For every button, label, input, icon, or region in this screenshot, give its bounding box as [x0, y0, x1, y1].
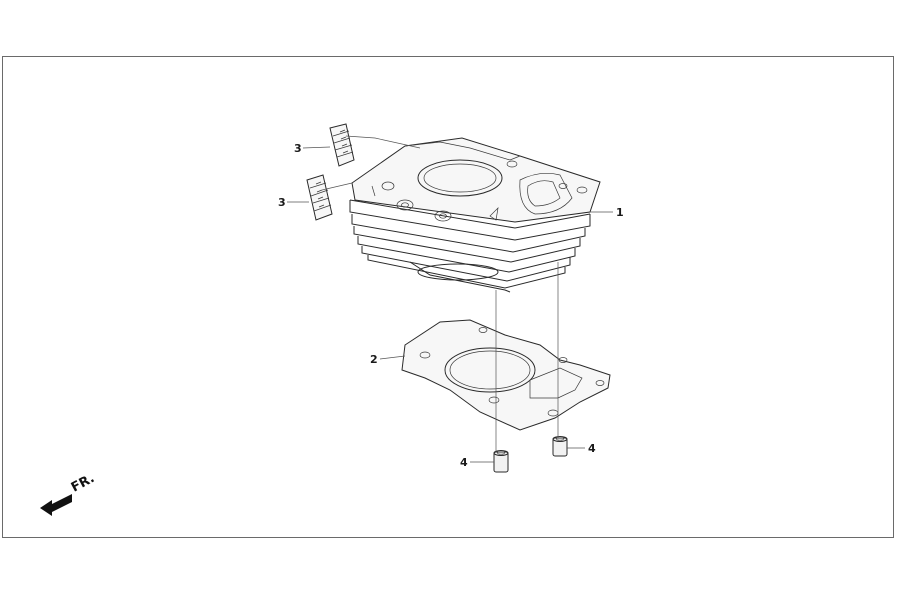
callout-3-lower: 3 [278, 196, 286, 209]
part-3-fin-damper-upper[interactable] [329, 123, 355, 167]
callout-4-right: 4 [588, 442, 596, 455]
alignment-lines [495, 262, 559, 452]
front-direction-indicator: FR. [40, 471, 97, 516]
callout-4-left: 4 [460, 456, 468, 469]
part-3-fin-damper-lower[interactable] [306, 174, 333, 221]
front-label: FR. [69, 471, 97, 496]
front-arrow-icon [40, 494, 72, 516]
part-4-dowel-pin-right[interactable] [552, 436, 568, 457]
callout-2: 2 [370, 353, 378, 366]
leader-2 [379, 355, 406, 360]
part-4-dowel-pin-left[interactable] [493, 450, 509, 473]
diagram-border [2, 56, 894, 538]
part-1-cylinder-block[interactable] [349, 137, 601, 293]
leader-3-upper [302, 146, 331, 149]
callout-3-upper: 3 [294, 142, 302, 155]
callout-1: 1 [616, 206, 624, 219]
part-2-base-gasket[interactable] [401, 319, 611, 431]
